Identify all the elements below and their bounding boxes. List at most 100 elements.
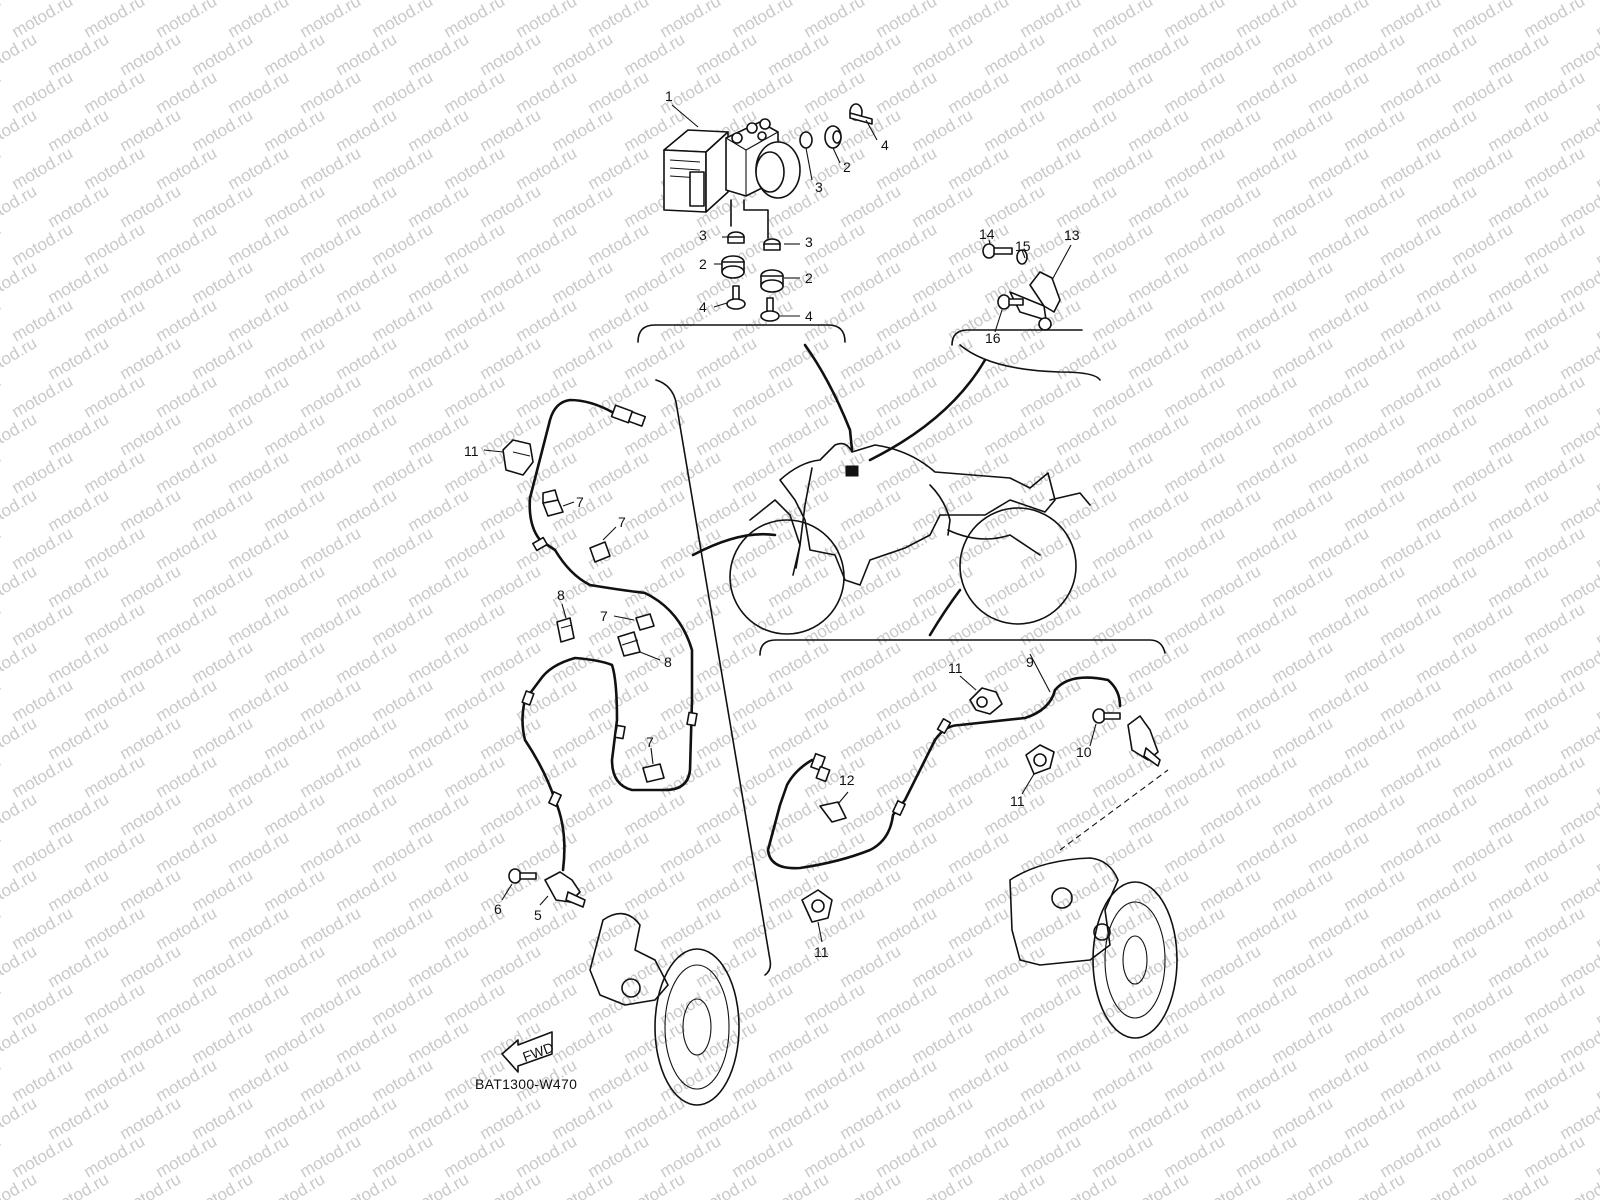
watermark-text: motod.ru bbox=[1017, 447, 1085, 497]
watermark-text: motod.ru bbox=[1593, 751, 1600, 801]
watermark-text: motod.ru bbox=[801, 1055, 869, 1105]
watermark-text: motod.ru bbox=[117, 485, 185, 535]
watermark-text: motod.ru bbox=[621, 333, 689, 383]
watermark-text: motod.ru bbox=[441, 143, 509, 193]
watermark-text: motod.ru bbox=[981, 561, 1049, 611]
watermark-text: motod.ru bbox=[0, 105, 40, 155]
watermark-text: motod.ru bbox=[0, 713, 40, 763]
watermark-text: motod.ru bbox=[441, 1131, 509, 1181]
watermark-text: motod.ru bbox=[189, 637, 257, 687]
watermark-text: motod.ru bbox=[873, 295, 941, 345]
watermark-text: motod.ru bbox=[873, 1131, 941, 1181]
watermark-text: motod.ru bbox=[333, 941, 401, 991]
watermark-text: motod.ru bbox=[1413, 1017, 1481, 1067]
watermark-text: motod.ru bbox=[873, 447, 941, 497]
watermark-text: motod.ru bbox=[1125, 485, 1193, 535]
watermark-text: motod.ru bbox=[441, 371, 509, 421]
grommet bbox=[542, 489, 564, 517]
watermark-text: motod.ru bbox=[1521, 599, 1589, 649]
clip bbox=[556, 617, 575, 643]
watermark-text: motod.ru bbox=[225, 827, 293, 877]
collar bbox=[763, 238, 781, 251]
watermark-text: motod.ru bbox=[1161, 371, 1229, 421]
watermark-text: motod.ru bbox=[189, 1169, 257, 1200]
callout-label: 2 bbox=[699, 256, 707, 272]
watermark-text: motod.ru bbox=[1089, 903, 1157, 953]
wheel-sensor bbox=[1127, 715, 1161, 767]
watermark-text: motod.ru bbox=[153, 447, 221, 497]
watermark-text: motod.ru bbox=[1593, 219, 1600, 269]
watermark-text: motod.ru bbox=[117, 789, 185, 839]
watermark-text: motod.ru bbox=[693, 1169, 761, 1200]
watermark-text: motod.ru bbox=[1593, 903, 1600, 953]
watermark-text: motod.ru bbox=[909, 105, 977, 155]
watermark-text: motod.ru bbox=[405, 485, 473, 535]
watermark-text: motod.ru bbox=[1053, 409, 1121, 459]
watermark-text: motod.ru bbox=[1449, 371, 1517, 421]
watermark-text: motod.ru bbox=[1269, 409, 1337, 459]
watermark-text: motod.ru bbox=[981, 1017, 1049, 1067]
callout-label: 3 bbox=[805, 234, 813, 250]
diagram-code: BAT1300-W470 bbox=[475, 1076, 577, 1092]
watermark-text: motod.ru bbox=[261, 29, 329, 79]
watermark-text: motod.ru bbox=[0, 941, 40, 991]
connector-line bbox=[868, 358, 987, 462]
watermark-text: motod.ru bbox=[1485, 713, 1553, 763]
watermark-text: motod.ru bbox=[765, 409, 833, 459]
watermark-text: motod.ru bbox=[261, 257, 329, 307]
callout-label: 5 bbox=[534, 907, 542, 923]
group-bracket bbox=[951, 329, 1083, 346]
watermark-text: motod.ru bbox=[1521, 1131, 1589, 1181]
watermark-text: motod.ru bbox=[1413, 409, 1481, 459]
callout-label: 3 bbox=[815, 179, 823, 195]
watermark-text: motod.ru bbox=[1449, 143, 1517, 193]
watermark-text: motod.ru bbox=[1413, 941, 1481, 991]
watermark-text: motod.ru bbox=[333, 1093, 401, 1143]
watermark-text: motod.ru bbox=[0, 637, 40, 687]
watermark-text: motod.ru bbox=[1593, 979, 1600, 1029]
watermark-text: motod.ru bbox=[9, 751, 77, 801]
watermark-text: motod.ru bbox=[1449, 675, 1517, 725]
watermark-text: motod.ru bbox=[405, 637, 473, 687]
watermark-text: motod.ru bbox=[909, 637, 977, 687]
watermark-text: motod.ru bbox=[1197, 1017, 1265, 1067]
watermark-text: motod.ru bbox=[513, 523, 581, 573]
watermark-text: motod.ru bbox=[657, 219, 725, 269]
group-bracket bbox=[959, 344, 1101, 381]
watermark-text: motod.ru bbox=[621, 865, 689, 915]
watermark-text: motod.ru bbox=[441, 979, 509, 1029]
watermark-text: motod.ru bbox=[153, 903, 221, 953]
watermark-text: motod.ru bbox=[657, 1131, 725, 1181]
watermark-text: motod.ru bbox=[873, 903, 941, 953]
callout-label: 16 bbox=[985, 330, 1001, 346]
watermark-text: motod.ru bbox=[9, 523, 77, 573]
watermark-text: motod.ru bbox=[837, 713, 905, 763]
watermark-text: motod.ru bbox=[1413, 333, 1481, 383]
watermark-text: motod.ru bbox=[81, 751, 149, 801]
watermark-text: motod.ru bbox=[297, 219, 365, 269]
watermark-text: motod.ru bbox=[1449, 67, 1517, 117]
connector-line bbox=[928, 588, 962, 637]
callout-label: 11 bbox=[948, 660, 963, 676]
watermark-text: motod.ru bbox=[873, 675, 941, 725]
watermark-text: motod.ru bbox=[1377, 903, 1445, 953]
watermark-text: motod.ru bbox=[45, 257, 113, 307]
watermark-text: motod.ru bbox=[873, 827, 941, 877]
watermark-text: motod.ru bbox=[549, 105, 617, 155]
watermark-text: motod.ru bbox=[225, 903, 293, 953]
watermark-text: motod.ru bbox=[477, 941, 545, 991]
watermark-text: motod.ru bbox=[1125, 29, 1193, 79]
bolt bbox=[997, 294, 1024, 310]
watermark-text: motod.ru bbox=[261, 561, 329, 611]
watermark-text: motod.ru bbox=[369, 599, 437, 649]
callout-label: 4 bbox=[881, 137, 889, 153]
watermark-text: motod.ru bbox=[693, 1017, 761, 1067]
watermark-text: motod.ru bbox=[0, 1055, 4, 1105]
watermark-text: motod.ru bbox=[1449, 447, 1517, 497]
watermark-text: motod.ru bbox=[45, 1093, 113, 1143]
watermark-text: motod.ru bbox=[117, 941, 185, 991]
watermark-text: motod.ru bbox=[1521, 523, 1589, 573]
watermark-text: motod.ru bbox=[837, 181, 905, 231]
watermark-text: motod.ru bbox=[1341, 409, 1409, 459]
watermark-text: motod.ru bbox=[1089, 67, 1157, 117]
